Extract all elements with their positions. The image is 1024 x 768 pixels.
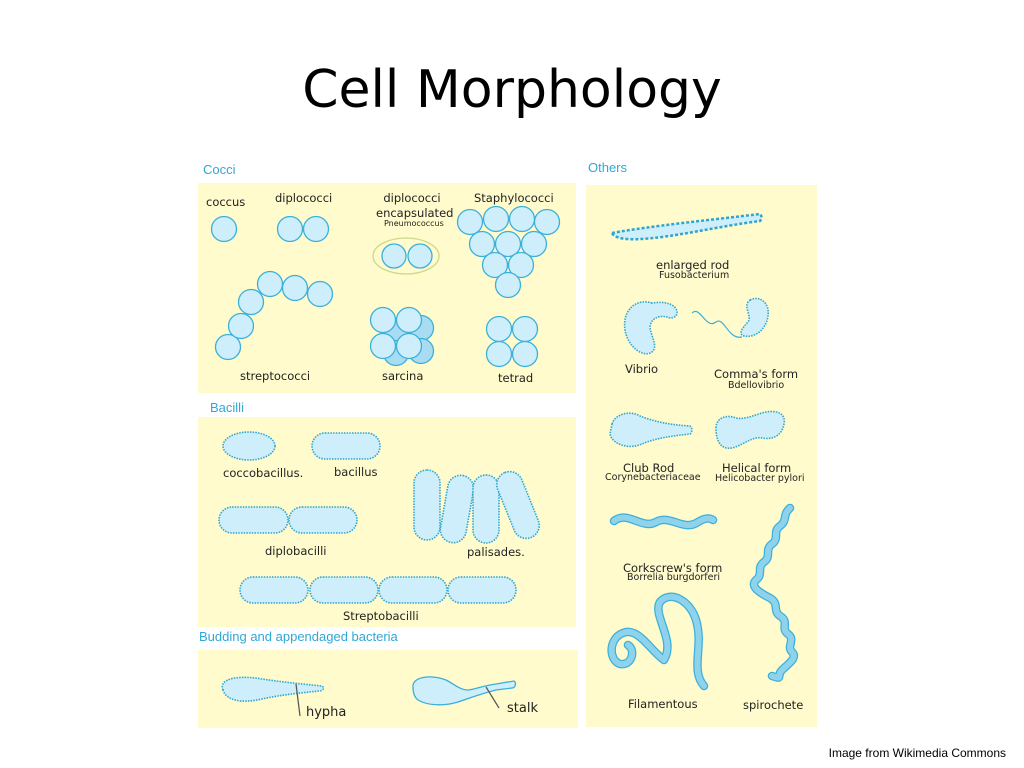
label-stalk: stalk bbox=[507, 701, 538, 716]
label-diplococci: diplococci bbox=[275, 191, 333, 205]
label-diplococci-encapsulated: diplococci encapsulated bbox=[376, 191, 454, 220]
commas-form-shape bbox=[691, 297, 770, 338]
stalk-shape bbox=[412, 676, 517, 709]
label-corynebacteriaceae: Corynebacteriaceae bbox=[605, 472, 701, 483]
filamentous-shape bbox=[607, 592, 709, 691]
streptobacilli-shape bbox=[239, 576, 517, 604]
enlarged-rod-shape bbox=[610, 212, 763, 241]
section-bacilli: Bacilli bbox=[210, 400, 244, 415]
encapsulated-diplococci-shape bbox=[372, 237, 440, 275]
streptococci-shape bbox=[214, 270, 334, 361]
coccobacillus-shape bbox=[222, 431, 276, 461]
corkscrews-form-shape bbox=[609, 513, 718, 530]
label-corkscrews-form: Corkscrew's form bbox=[623, 561, 723, 575]
image-credit: Image from Wikimedia Commons bbox=[828, 746, 1006, 760]
label-borrelia-burgdorferi: Borrelia burgdorferi bbox=[627, 572, 721, 583]
hypha-shape bbox=[221, 676, 325, 717]
label-fusobacterium: Fusobacterium bbox=[659, 270, 730, 281]
label-bacillus: bacillus bbox=[334, 465, 378, 479]
label-palisades: palisades. bbox=[467, 545, 525, 559]
label-filamentous: Filamentous bbox=[628, 697, 698, 711]
club-rod-shape bbox=[609, 412, 693, 448]
label-spirochete: spirochete bbox=[743, 698, 804, 712]
sarcina-shape bbox=[369, 306, 435, 367]
label-pneumococcus: Pneumococcus bbox=[384, 219, 444, 228]
tetrad-shape bbox=[485, 315, 539, 368]
diplobacilli-shape bbox=[218, 506, 358, 534]
section-others: Others bbox=[588, 160, 628, 175]
label-vibrio: Vibrio bbox=[625, 362, 659, 376]
label-diplobacilli: diplobacilli bbox=[265, 544, 327, 558]
helical-form-shape bbox=[715, 410, 786, 450]
diplococci-shape bbox=[276, 215, 330, 243]
coccus-shape bbox=[210, 215, 238, 243]
label-tetrad: tetrad bbox=[498, 371, 534, 385]
palisades-shape bbox=[413, 469, 541, 544]
label-staphylococci: Staphylococci bbox=[474, 191, 554, 205]
section-budding: Budding and appendaged bacteria bbox=[199, 629, 398, 644]
bacillus-shape bbox=[311, 432, 381, 460]
label-commas-form: Comma's form bbox=[714, 367, 799, 381]
label-helicobacter-pylori: Helicobacter pylori bbox=[715, 473, 805, 484]
slide-title: Cell Morphology bbox=[302, 60, 722, 120]
label-helical-form: Helical form bbox=[722, 461, 792, 475]
vibrio-shape bbox=[623, 301, 678, 355]
label-hypha: hypha bbox=[306, 705, 347, 720]
spirochete-shape bbox=[749, 503, 799, 682]
label-streptobacilli: Streptobacilli bbox=[343, 609, 419, 623]
label-coccobacillus: coccobacillus. bbox=[223, 466, 304, 480]
staphylococci-shape bbox=[456, 205, 561, 299]
section-cocci: Cocci bbox=[203, 162, 236, 177]
label-club-rod: Club Rod bbox=[623, 461, 675, 475]
label-bdellovibrio: Bdellovibrio bbox=[728, 380, 785, 391]
label-sarcina: sarcina bbox=[382, 369, 424, 383]
label-enlarged-rod: enlarged rod bbox=[656, 258, 730, 272]
label-coccus: coccus bbox=[206, 195, 246, 209]
label-streptococci: streptococci bbox=[240, 369, 311, 383]
